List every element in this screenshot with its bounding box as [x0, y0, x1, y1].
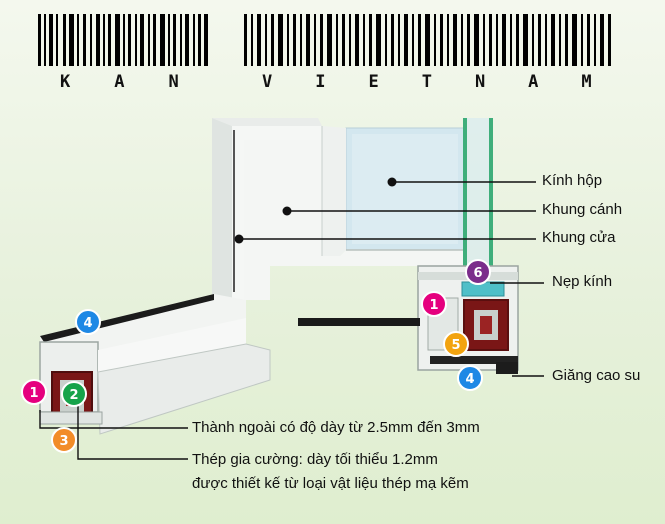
brand-left: KAN [60, 72, 223, 92]
badge-3: 3 [51, 427, 77, 453]
outer-frame [212, 118, 322, 308]
label-giang-cao-su: Giăng cao su [552, 367, 641, 384]
svg-text:2: 2 [69, 388, 78, 403]
badge-4-right: 4 [457, 365, 483, 391]
svg-text:3: 3 [59, 434, 68, 449]
label-khung-cua: Khung cửa [542, 229, 616, 246]
badge-6: 6 [465, 259, 491, 285]
sash-frame [244, 126, 464, 300]
svg-text:4: 4 [465, 372, 474, 387]
svg-text:1: 1 [429, 298, 438, 313]
note-thanh-ngoai: Thành ngoài có độ dày từ 2.5mm đến 3mm [192, 419, 480, 436]
barcode-right [244, 14, 611, 66]
note-thep-line1: Thép gia cường: dày tối thiểu 1.2mm [192, 451, 438, 468]
badge-5: 5 [443, 331, 469, 357]
svg-text:1: 1 [29, 386, 38, 401]
label-kinh-hop: Kính hộp [542, 172, 603, 189]
badge-1-right: 1 [421, 291, 447, 317]
label-khung-canh: Khung cánh [542, 201, 623, 218]
leader-dots [234, 177, 397, 244]
leader-lines [39, 181, 544, 460]
badge-2: 2 [61, 381, 87, 407]
label-nep-kinh: Nẹp kính [552, 273, 613, 290]
svg-text:6: 6 [473, 266, 482, 281]
note-thep-line2: được thiết kế từ loại vật liệu thép mạ k… [192, 475, 469, 492]
badge-1-left: 1 [21, 379, 47, 405]
brand-right: VIETNAM [262, 72, 635, 92]
badge-4-left: 4 [75, 309, 101, 335]
svg-text:5: 5 [451, 338, 460, 353]
svg-text:4: 4 [83, 316, 92, 331]
barcode-left [38, 14, 208, 66]
